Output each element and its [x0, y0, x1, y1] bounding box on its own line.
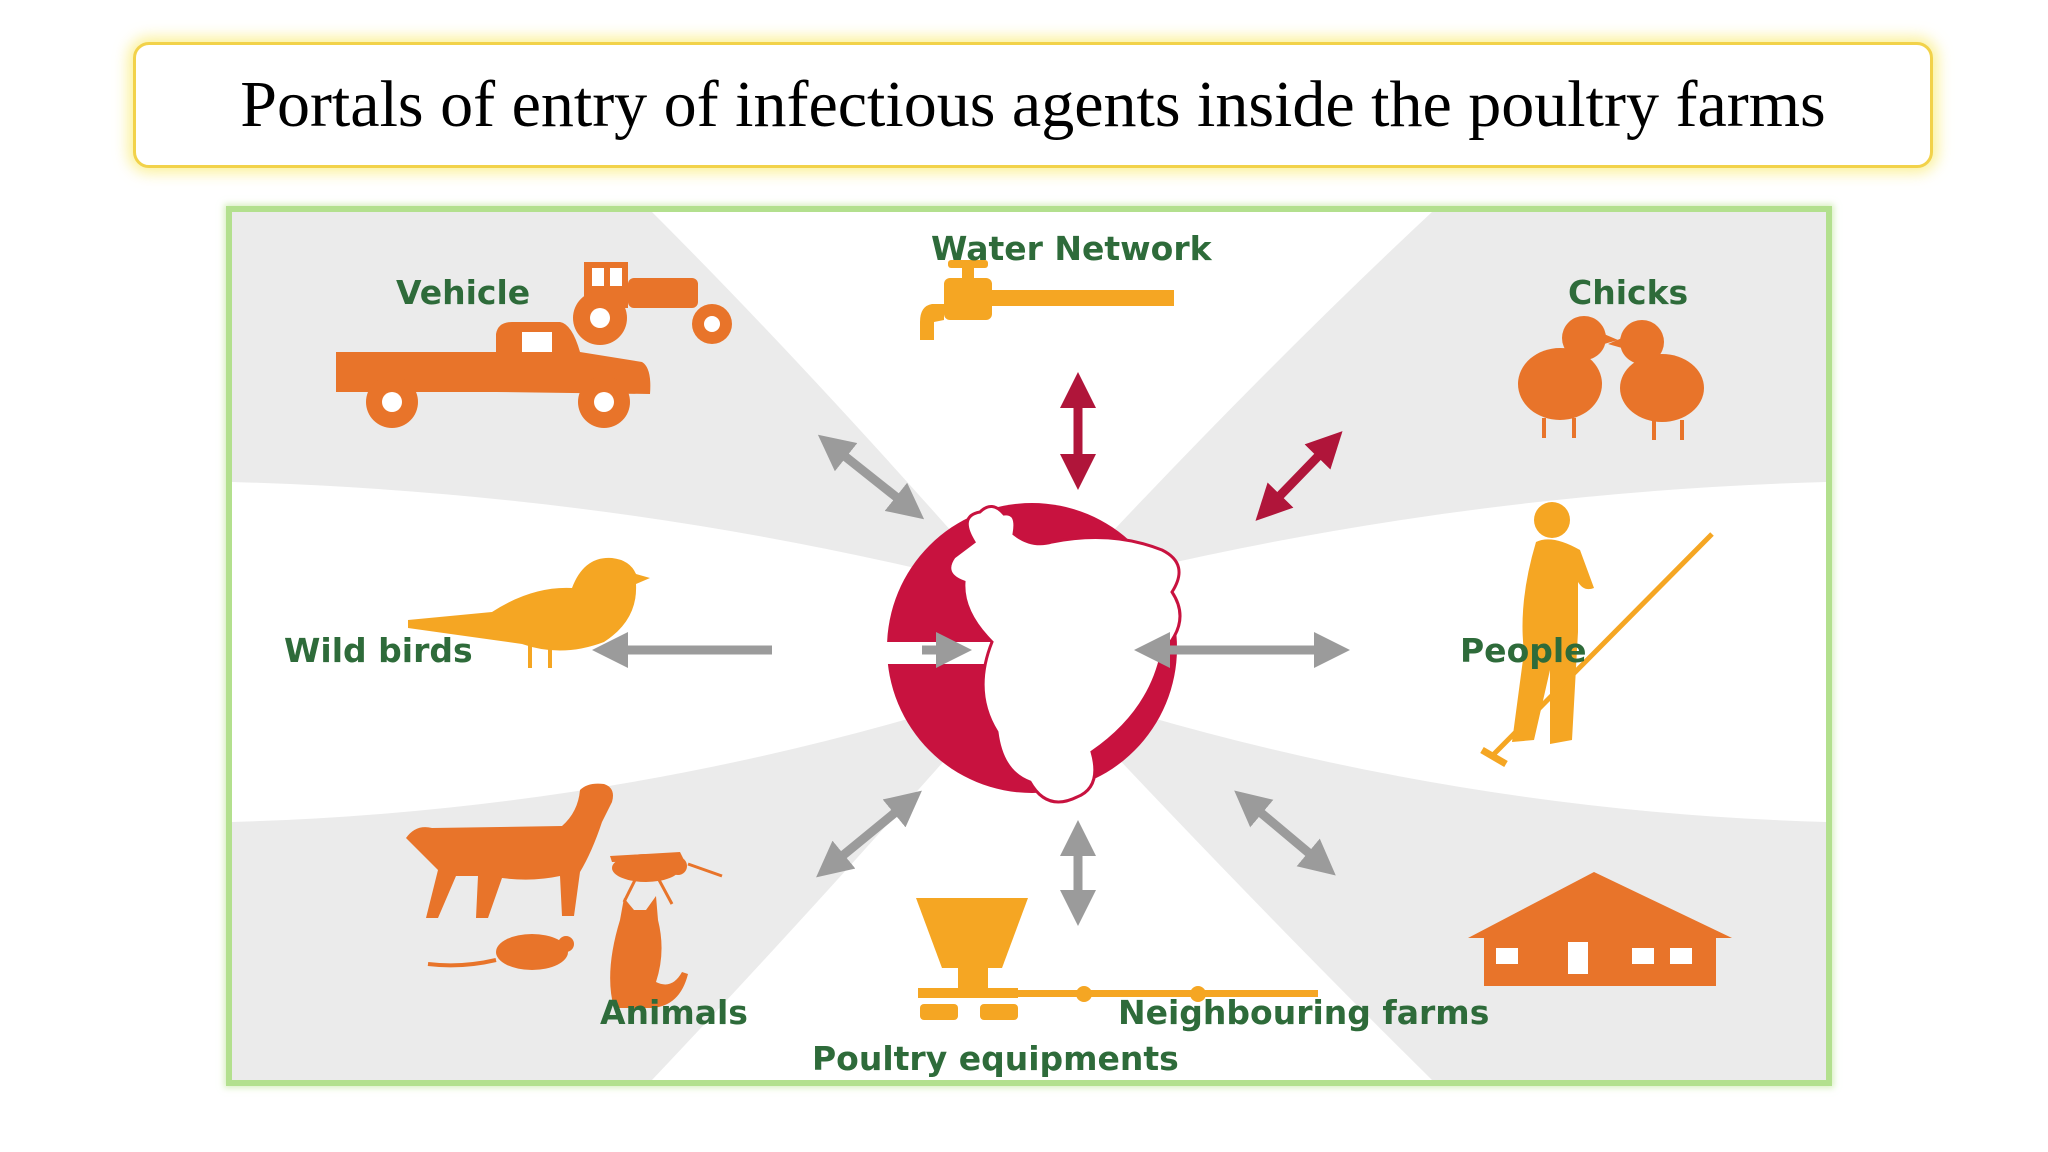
label-chicks: Chicks	[1568, 273, 1688, 312]
label-vehicle: Vehicle	[396, 273, 530, 312]
bird-icon	[408, 557, 650, 668]
hen-hub	[872, 503, 1182, 804]
diagram-svg: Water Network Vehicle Chicks Wild birds …	[232, 212, 1826, 1080]
label-neighbouring-farms: Neighbouring farms	[1118, 993, 1489, 1032]
mouse-icon	[427, 934, 574, 970]
dog-icon	[406, 783, 613, 918]
label-people: People	[1460, 631, 1587, 670]
faucet-icon	[920, 260, 1174, 340]
title-box: Portals of entry of infectious agents in…	[133, 42, 1933, 168]
arrow-chicks	[1255, 431, 1343, 521]
feeder-icon	[916, 898, 1318, 1020]
person-icon	[1480, 502, 1714, 768]
label-water-network: Water Network	[931, 229, 1213, 268]
insect-icon	[610, 852, 723, 905]
arrows	[592, 372, 1350, 926]
barn-icon	[1468, 872, 1732, 986]
arrow-neighbouring	[1234, 790, 1336, 876]
label-wild-birds: Wild birds	[284, 631, 473, 670]
slide-title: Portals of entry of infectious agents in…	[240, 68, 1826, 141]
truck-icon	[336, 322, 651, 428]
cat-icon	[610, 896, 688, 1008]
arrow-animals	[816, 790, 922, 878]
tractor-icon	[573, 262, 732, 345]
label-animals: Animals	[600, 993, 748, 1032]
arrow-vehicle	[817, 434, 925, 520]
chick-icon	[1518, 316, 1704, 440]
diagram-panel: Water Network Vehicle Chicks Wild birds …	[226, 206, 1832, 1086]
label-poultry-equipments: Poultry equipments	[812, 1039, 1179, 1078]
